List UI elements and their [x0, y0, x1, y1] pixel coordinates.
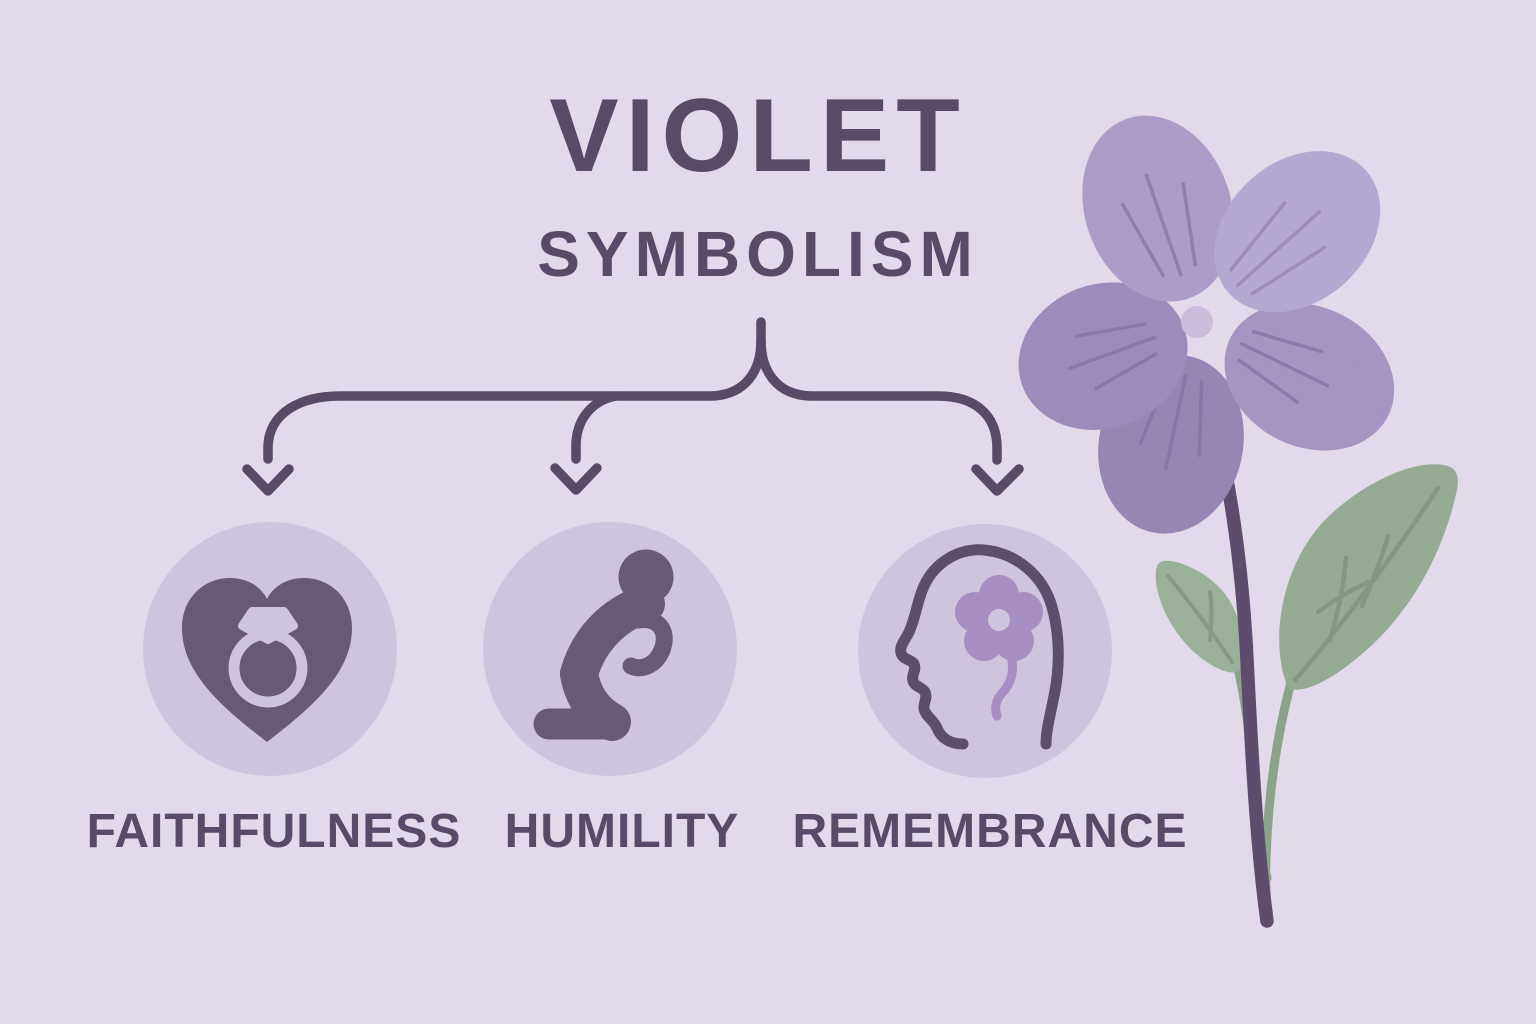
remembrance-label: REMEMBRANCE — [792, 805, 1188, 858]
humility-label: HUMILITY — [504, 805, 740, 858]
page-subtitle: SYMBOLISM — [537, 218, 979, 290]
faithfulness-label: FAITHFULNESS — [86, 805, 462, 858]
page-title: VIOLET — [549, 78, 967, 194]
